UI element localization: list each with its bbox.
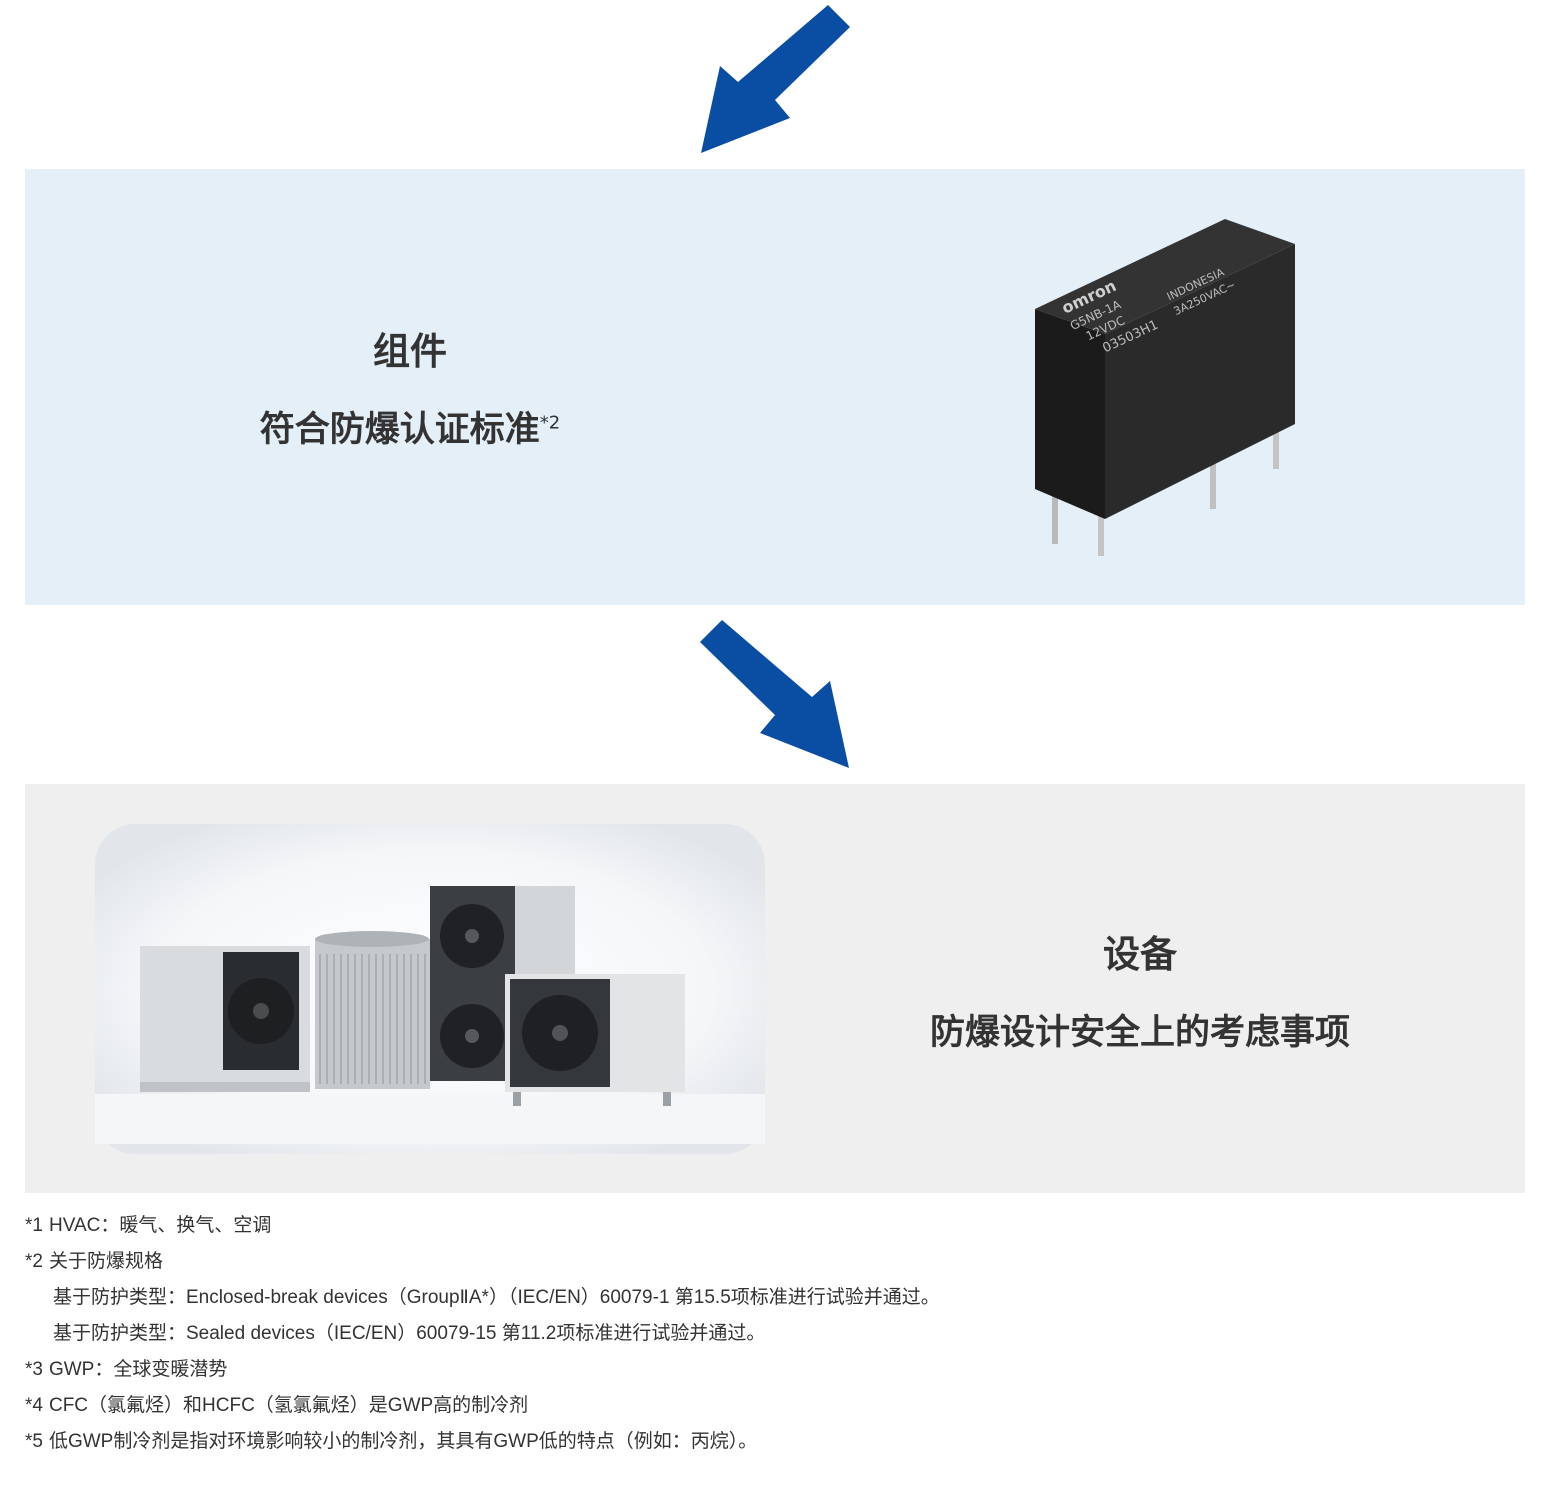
component-subtitle-text: 符合防爆认证标准 xyxy=(259,410,540,450)
equipment-subtitle: 防爆设计安全上的考虑事项 xyxy=(929,1013,1350,1053)
footnote-2-detail-1: 基于防护类型：Enclosed-break devices（GroupⅡA*）（… xyxy=(25,1280,1525,1316)
footnote-text: HVAC：暖气、换气、空调 xyxy=(48,1215,272,1236)
hvac-units-image xyxy=(95,824,765,1154)
footnote-mark: *1 xyxy=(25,1215,43,1236)
component-subtitle: 符合防爆认证标准*2 xyxy=(25,401,795,452)
equipment-panel: 设备 防爆设计安全上的考虑事项 xyxy=(25,784,1525,1193)
footnote-mark: *3 xyxy=(25,1359,43,1380)
relay-image: omron G5NB-1A 12VDC 03503H1 3A250VAC~ IN… xyxy=(1035,219,1295,556)
footnote-2-detail-2: 基于防护类型：Sealed devices（IEC/EN）60079-15 第1… xyxy=(25,1316,1525,1352)
footnote-text: CFC（氯氟烃）和HCFC（氢氯氟烃）是GWP高的制冷剂 xyxy=(48,1395,529,1416)
component-title: 组件 xyxy=(373,330,447,373)
arrow-down-left-icon xyxy=(701,5,850,153)
footnote-text: 关于防爆规格 xyxy=(48,1251,163,1272)
footnote-ref: *2 xyxy=(539,412,561,434)
component-panel: 组件 符合防爆认证标准*2 omron G5NB-1A 12VDC 03503H… xyxy=(25,169,1525,605)
footnote-text: 基于防护类型：Sealed devices（IEC/EN）60079-15 第1… xyxy=(53,1323,766,1344)
footnote-mark: *2 xyxy=(25,1251,43,1272)
footnote-text: 基于防护类型：Enclosed-break devices（GroupⅡA*）（… xyxy=(53,1287,940,1308)
footnote-text: GWP：全球变暖潜势 xyxy=(48,1359,228,1380)
equipment-title: 设备 xyxy=(1103,933,1177,976)
footnote-mark: *4 xyxy=(25,1395,43,1416)
arrow-down-right-icon xyxy=(700,620,849,768)
footnote-mark: *5 xyxy=(25,1431,43,1452)
footnote-text: 低GWP制冷剂是指对环境影响较小的制冷剂，其具有GWP低的特点（例如：丙烷）。 xyxy=(48,1431,758,1452)
relay-label: omron G5NB-1A 12VDC 03503H1 3A250VAC~ IN… xyxy=(1059,265,1238,356)
